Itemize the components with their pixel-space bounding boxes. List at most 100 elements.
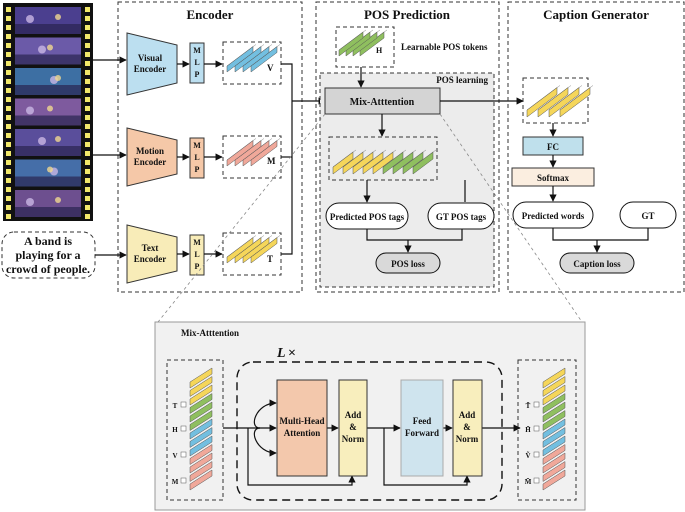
pos-prediction-section — [315, 1, 500, 293]
mix-attention-block: Mix-Atttention — [324, 87, 441, 115]
input-text-line-3: crowd of people. — [6, 262, 90, 276]
caption-token-box — [522, 77, 589, 124]
mix-attention-detail-panel — [154, 321, 586, 511]
token-bar — [189, 393, 213, 414]
film-hole-left — [6, 133, 11, 138]
visual-encoder: Visual Encoder — [126, 32, 178, 96]
svg-text:Norm: Norm — [456, 434, 479, 444]
visual-token-label: V — [267, 63, 274, 73]
video-film-strip — [3, 3, 93, 221]
encoder-section — [117, 1, 303, 293]
token-bar — [542, 401, 566, 423]
film-hole-right — [85, 34, 90, 39]
caption-generator-section — [507, 1, 685, 293]
visual-token-box — [222, 41, 282, 85]
multi-head-attention: Multi-Head Attention — [276, 379, 328, 477]
svg-text:×: × — [288, 346, 296, 361]
mixed-tokens — [332, 149, 437, 175]
repeat-count: L × — [276, 346, 296, 361]
film-hole-right — [85, 88, 90, 93]
svg-text:Encoder: Encoder — [134, 157, 167, 167]
film-hole-left — [6, 142, 11, 147]
film-hole-left — [6, 178, 11, 183]
token-bar — [542, 427, 566, 448]
film-hole-left — [6, 70, 11, 75]
film-hole-right — [85, 133, 90, 138]
svg-text:Visual: Visual — [138, 53, 163, 63]
svg-text:Text: Text — [142, 243, 159, 253]
input-text-line-1: A band is — [24, 234, 72, 248]
pos-prediction-title: POS Prediction — [364, 7, 451, 22]
token-bar — [542, 435, 566, 457]
text-tokens — [226, 235, 281, 264]
token-bar — [542, 452, 566, 474]
token-bar — [189, 461, 213, 482]
film-hole-right — [85, 115, 90, 120]
film-hole-left — [6, 61, 11, 66]
motion-tokens — [226, 138, 281, 167]
svg-text:Predicted words: Predicted words — [522, 211, 585, 221]
add-norm-2: Add & Norm — [452, 379, 483, 477]
input-token-stack-box — [166, 359, 224, 501]
svg-text:Encoder: Encoder — [134, 254, 167, 264]
mlp-motion: M L P — [189, 137, 205, 179]
predicted-pos-tags: Predicted POS tags — [325, 202, 409, 230]
mlp-text: M L P — [189, 234, 205, 276]
token-bar — [542, 461, 566, 482]
film-hole-left — [6, 106, 11, 111]
svg-text:Mix-Atttention: Mix-Atttention — [350, 97, 415, 108]
svg-text:Softmax: Softmax — [537, 173, 569, 183]
film-hole-left — [6, 97, 11, 102]
svg-text:P: P — [195, 165, 200, 174]
film-hole-left — [6, 187, 11, 192]
gt-pos-tags: GT POS tags — [427, 202, 495, 230]
output-token-labels: T̃H̃ṼM̃ — [525, 401, 540, 486]
motion-encoder: Motion Encoder — [126, 127, 178, 187]
caption-gt: GT — [619, 201, 677, 229]
film-hole-right — [85, 16, 90, 21]
token-label: M̃ — [525, 478, 532, 486]
fc-layer: FC — [522, 136, 584, 156]
video-frame — [15, 7, 81, 34]
text-token-label: T — [267, 254, 273, 264]
softmax-layer: Softmax — [511, 167, 595, 187]
film-hole-left — [6, 7, 11, 12]
svg-text:Forward: Forward — [405, 428, 439, 438]
svg-text:Motion: Motion — [136, 146, 164, 156]
film-hole-right — [85, 124, 90, 129]
video-frame — [15, 159, 81, 187]
film-hole-right — [85, 61, 90, 66]
token-bar — [542, 410, 566, 431]
film-hole-right — [85, 151, 90, 156]
film-hole-right — [85, 97, 90, 102]
film-hole-right — [85, 160, 90, 165]
film-hole-right — [85, 25, 90, 30]
film-hole-left — [6, 34, 11, 39]
svg-text:&: & — [463, 422, 471, 432]
film-hole-left — [6, 169, 11, 174]
token-label: M — [172, 478, 179, 486]
svg-text:L: L — [276, 346, 286, 361]
film-hole-right — [85, 142, 90, 147]
token-bar — [189, 427, 213, 448]
video-frame — [15, 129, 81, 156]
svg-text:Norm: Norm — [342, 434, 365, 444]
svg-text:GT POS tags: GT POS tags — [436, 212, 487, 222]
caption-generator-title: Caption Generator — [543, 7, 649, 22]
svg-text:L: L — [194, 58, 199, 67]
token-bar — [189, 401, 213, 423]
text-encoder: Text Encoder — [126, 224, 178, 284]
video-frame — [15, 98, 81, 126]
film-hole-left — [6, 115, 11, 120]
svg-text:Attention: Attention — [284, 428, 321, 438]
svg-text:Add: Add — [459, 410, 476, 420]
film-hole-left — [6, 160, 11, 165]
film-hole-right — [85, 196, 90, 201]
svg-text:&: & — [349, 422, 357, 432]
learnable-pos-tokens-label: Learnable POS tokens — [401, 42, 488, 52]
video-frame — [15, 68, 81, 95]
svg-text:P: P — [195, 70, 200, 79]
token-bar — [189, 410, 213, 431]
